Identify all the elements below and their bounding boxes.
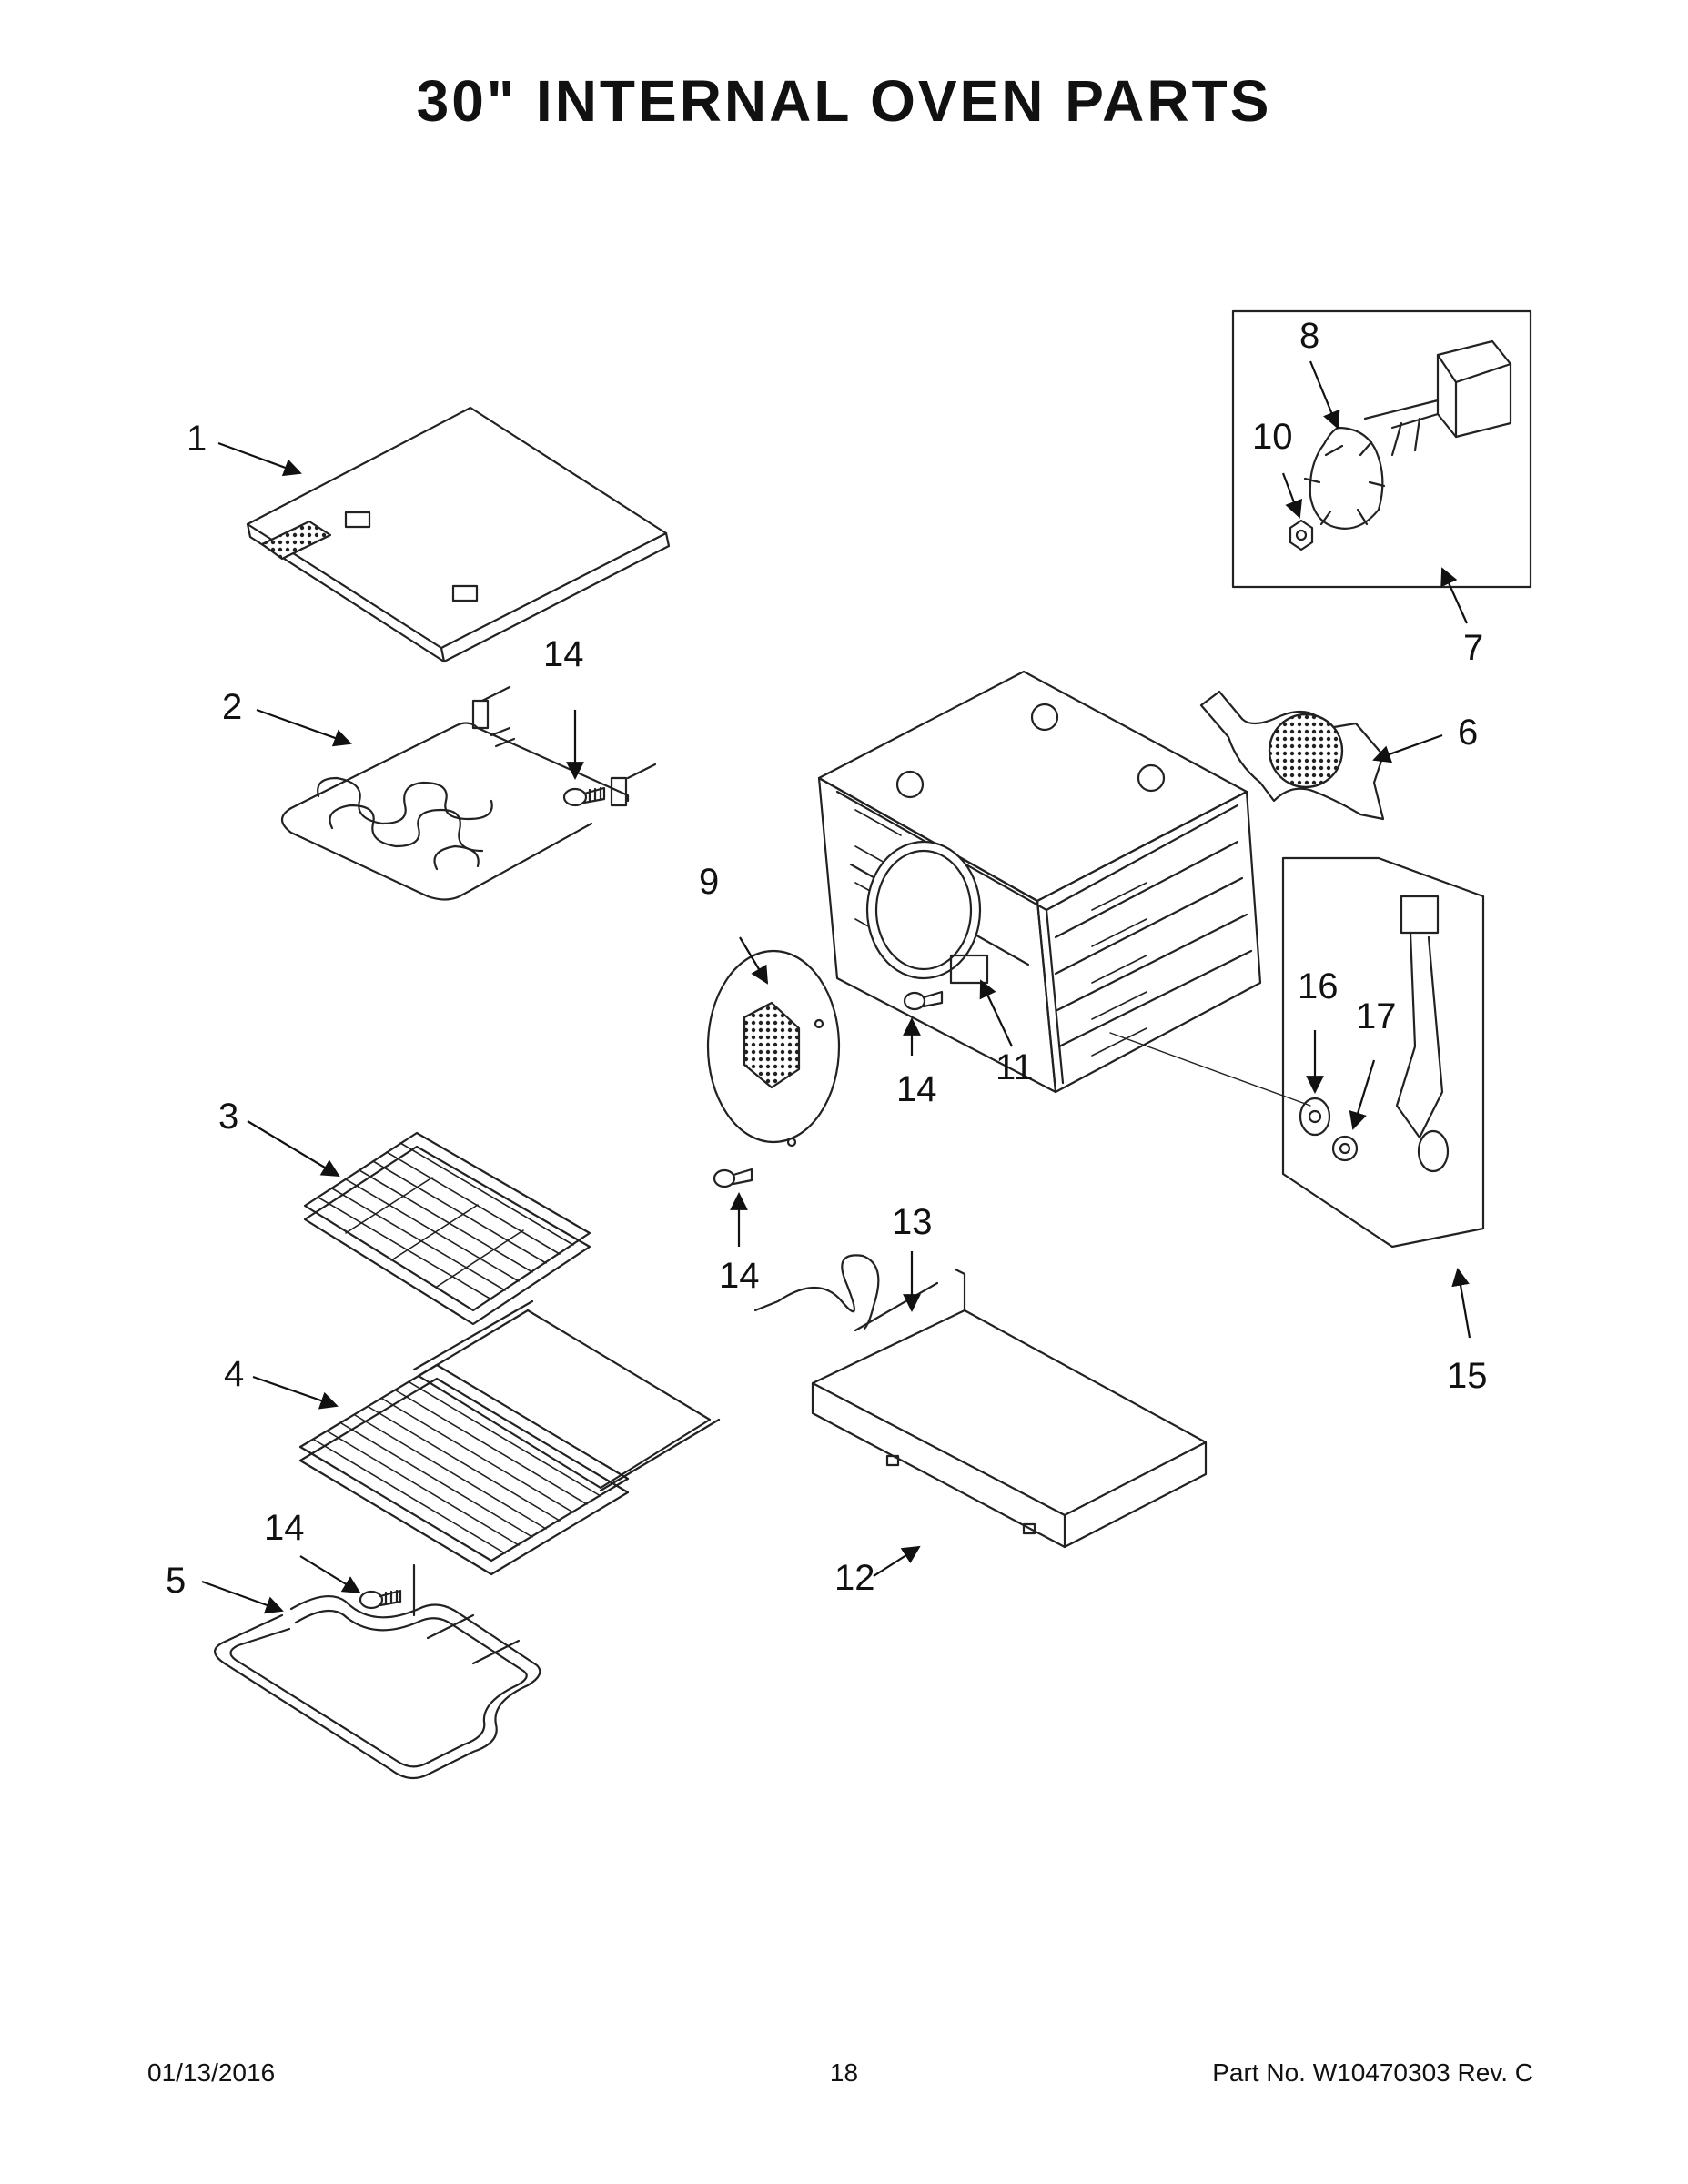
part-fan-bracket <box>1199 690 1385 821</box>
callout-16: 16 <box>1298 966 1339 1006</box>
callout-2: 2 <box>222 687 242 727</box>
callout-8: 8 <box>1299 316 1319 356</box>
page-title: 30" INTERNAL OVEN PARTS <box>416 68 1272 134</box>
callout-6: 6 <box>1458 713 1478 753</box>
part-screw-14a <box>562 786 606 807</box>
callout-15: 15 <box>1447 1356 1488 1396</box>
callout-10: 10 <box>1252 417 1293 457</box>
callout-1: 1 <box>187 419 207 459</box>
callout-14-broil: 14 <box>543 634 584 674</box>
callout-12: 12 <box>834 1558 875 1598</box>
callout-4: 4 <box>224 1354 244 1394</box>
callout-11: 11 <box>996 1047 1034 1087</box>
footer-page-number: 18 <box>829 2058 859 2087</box>
callout-17: 17 <box>1356 996 1397 1036</box>
part-bake-element <box>214 1563 541 1780</box>
callout-5: 5 <box>166 1561 186 1601</box>
callout-7: 7 <box>1463 628 1483 668</box>
part-screw-14c <box>713 1168 753 1188</box>
part-meat-probe <box>753 1254 939 1332</box>
part-oven-cavity <box>817 670 1262 1094</box>
footer-date: 01/13/2016 <box>147 2058 276 2087</box>
part-bottom-panel <box>246 406 671 663</box>
part-broil-element <box>280 685 657 901</box>
callout-14-cover: 14 <box>719 1256 760 1296</box>
part-nut-10 <box>1289 519 1314 551</box>
part-fan-motor-assembly <box>1231 309 1532 589</box>
footer-part-number: Part No. W10470303 Rev. C <box>1212 2058 1533 2087</box>
callout-14-cavity: 14 <box>896 1069 937 1109</box>
part-fan-cover <box>706 949 841 1148</box>
part-sensor-assembly <box>1281 856 1485 1249</box>
part-bottom-tray <box>811 1268 1208 1549</box>
callout-14-bake: 14 <box>264 1508 305 1548</box>
callout-9: 9 <box>699 862 719 902</box>
callout-13: 13 <box>892 1202 933 1242</box>
part-nut-16 <box>1299 1097 1331 1137</box>
part-rollout-rack <box>298 1299 721 1576</box>
part-oven-rack <box>303 1131 591 1326</box>
part-screw-14b <box>903 990 944 1011</box>
callout-3: 3 <box>218 1097 238 1137</box>
part-screw-14d <box>359 1589 402 1610</box>
part-washer-17 <box>1331 1135 1359 1162</box>
